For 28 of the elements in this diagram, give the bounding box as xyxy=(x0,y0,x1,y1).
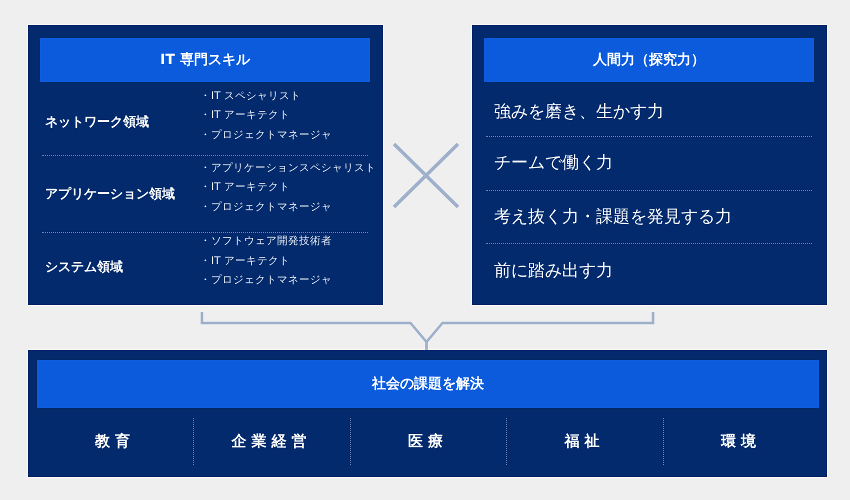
bullet-item: ・プロジェクトマネージャ xyxy=(200,273,332,287)
bullet-item: ・ソフトウェア開発技術者 xyxy=(200,234,332,248)
bullet-item: ・アプリケーションスペシャリスト xyxy=(200,160,376,174)
field-label: 教育 xyxy=(95,432,136,451)
bracket-connector xyxy=(425,312,654,350)
skill-label: チームで働く力 xyxy=(494,152,613,174)
domain-label: アプリケーション領域 xyxy=(45,186,175,202)
bullet-item: ・プロジェクトマネージャ xyxy=(200,200,332,214)
panel xyxy=(472,25,827,305)
field-label: 企業経営 xyxy=(232,432,312,451)
heading-band: IT 専門スキル xyxy=(40,38,370,82)
skill-label: 考え抜く力・課題を発見する力 xyxy=(494,206,732,228)
field-label: 医療 xyxy=(408,432,448,451)
bullet-item: ・IT アーキテクト xyxy=(200,108,290,122)
panel xyxy=(28,25,383,305)
field-label: 環境 xyxy=(720,432,761,451)
skill-label: 強みを磨き、生かす力 xyxy=(494,101,664,123)
panel xyxy=(28,350,827,477)
domain-label: システム領域 xyxy=(45,259,123,276)
field-label: 福祉 xyxy=(564,432,604,451)
bullet-item: ・IT アーキテクト xyxy=(200,180,290,194)
heading-band: 人間力（探究力） xyxy=(484,38,814,82)
domain-label: ネットワーク領域 xyxy=(45,114,149,130)
skill-label: 前に踏み出す力 xyxy=(494,260,613,282)
bullet-item: ・IT アーキテクト xyxy=(200,254,290,268)
bullet-item: ・IT スペシャリスト xyxy=(200,88,301,102)
heading-band: 社会の課題を解決 xyxy=(37,360,819,408)
bullet-item: ・プロジェクトマネージャ xyxy=(200,128,332,142)
